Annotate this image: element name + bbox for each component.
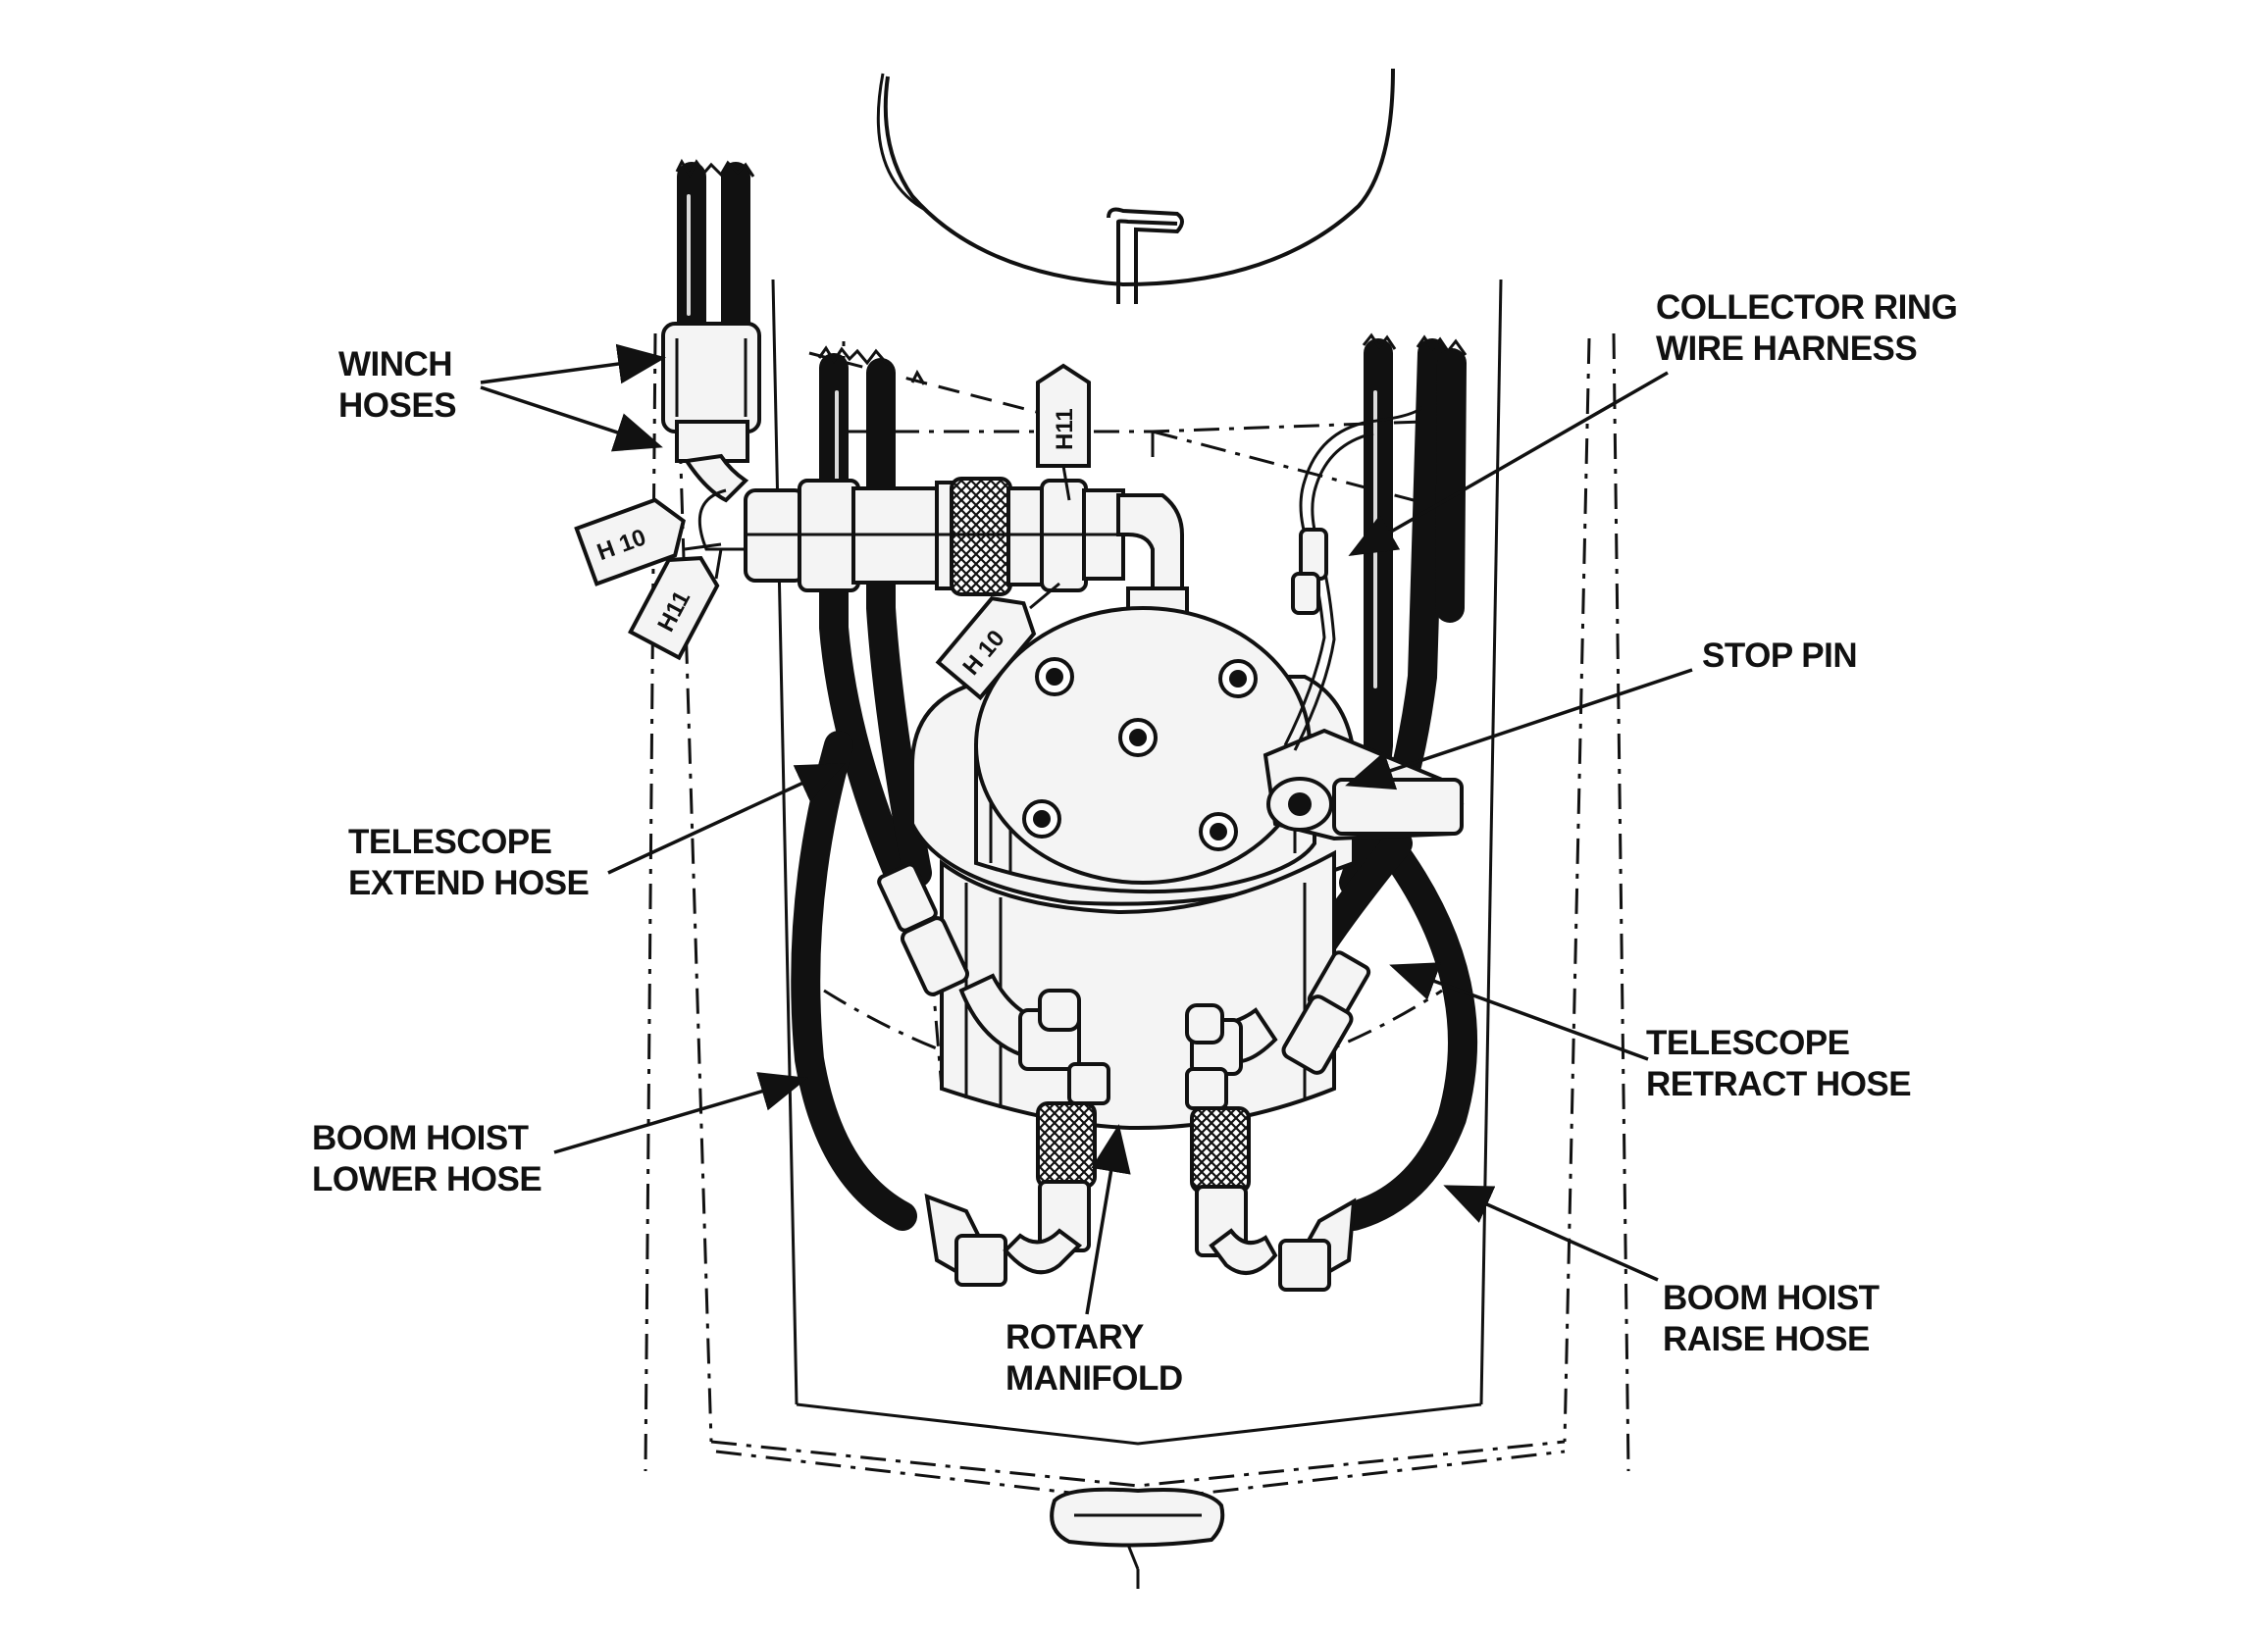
boom-pivot-opening — [876, 68, 1395, 304]
winch-hose-fittings — [661, 322, 1189, 639]
tag-h11-top: H11 — [1036, 363, 1091, 468]
tag-h11-left: H11 — [628, 556, 720, 661]
label-telescope-extend-hose: TELESCOPE EXTEND HOSE — [348, 823, 589, 902]
label-boom-hoist-lower-hose: BOOM HOIST LOWER HOSE — [312, 1119, 541, 1198]
label-rotary-manifold: ROTARY MANIFOLD — [1005, 1318, 1183, 1398]
label-telescope-retract-hose: TELESCOPE RETRACT HOSE — [1646, 1024, 1911, 1103]
hose-tags: H 10 H11 H11 H 10 — [574, 363, 1091, 701]
tag-h10-center: H 10 — [935, 596, 1037, 701]
label-stop-pin: STOP PIN — [1702, 637, 1857, 675]
callout-labels: WINCH HOSES COLLECTOR RING WIRE HARNESS … — [312, 288, 1967, 1398]
bottom-handle — [1050, 1487, 1225, 1548]
tag-h10-left: H 10 — [574, 497, 686, 586]
manifold-cap-bolts — [1022, 657, 1258, 851]
leader-lines — [480, 343, 1693, 1315]
manifold-port-fittings — [877, 862, 1371, 1292]
svg-text:H11: H11 — [1052, 408, 1078, 450]
label-collector-ring-wire-harness: COLLECTOR RING WIRE HARNESS — [1656, 288, 1967, 368]
label-winch-hoses: WINCH HOSES — [338, 345, 461, 425]
stop-pin — [1263, 728, 1465, 841]
label-boom-hoist-raise-hose: BOOM HOIST RAISE HOSE — [1663, 1279, 1888, 1358]
collector-ring-wire-harness — [1283, 405, 1424, 751]
